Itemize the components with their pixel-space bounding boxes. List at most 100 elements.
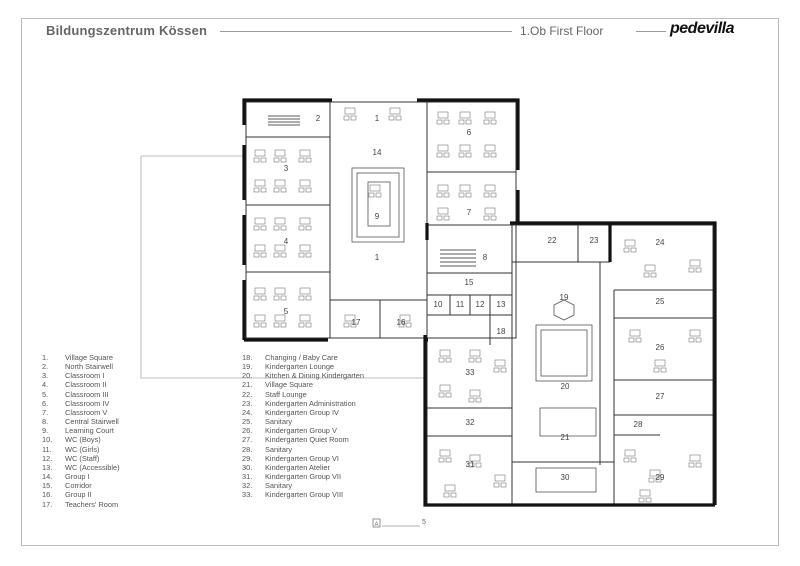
legend-item: 28.Sanitary [242, 445, 364, 454]
chair [468, 357, 475, 363]
room-number-label: 24 [656, 238, 665, 247]
legend-number: 32. [242, 481, 253, 491]
table [369, 184, 381, 192]
scale-value: 5 [422, 519, 426, 526]
table [629, 329, 641, 337]
legend-number: 14. [42, 472, 53, 482]
legend-label: Classroom I [65, 371, 105, 381]
chair [260, 252, 267, 258]
legend-label: Classroom II [65, 380, 107, 390]
room-number-label: 21 [561, 433, 570, 442]
legend-item: 21.Village Square [242, 380, 364, 389]
chair [388, 115, 395, 121]
chair [445, 457, 452, 463]
legend-item: 7.Classroom V [42, 408, 120, 417]
chair [623, 247, 630, 253]
room-number-label: 1 [375, 114, 380, 123]
legend-item: 27.Kindergarten Quiet Room [242, 435, 364, 444]
chair [253, 295, 260, 301]
chair [445, 357, 452, 363]
legend-item: 2.North Stairwell [42, 362, 120, 371]
chair [635, 337, 642, 343]
scale-bar: A [372, 518, 420, 528]
room-number-label: 6 [467, 128, 472, 137]
legend-number: 3. [42, 371, 49, 381]
table [649, 469, 661, 477]
room-number-label: 14 [373, 148, 382, 157]
legend-label: Sanitary [265, 481, 293, 491]
room-number-label: 23 [590, 236, 599, 245]
table [437, 111, 449, 119]
table [459, 184, 471, 192]
table [254, 244, 266, 252]
chair [253, 252, 260, 258]
learning-court [351, 167, 405, 243]
chair [695, 462, 702, 468]
room-number-label: 11 [456, 300, 465, 309]
legend-item: 12.WC (Staff) [42, 454, 120, 463]
table [299, 179, 311, 187]
chair [438, 357, 445, 363]
table [689, 454, 701, 462]
chair [490, 152, 497, 158]
legend-number: 23. [242, 398, 253, 408]
project-title: Bildungszentrum Kössen [46, 23, 208, 38]
chair [443, 492, 450, 498]
room-number-label: 15 [465, 278, 474, 287]
legend-label: Kitchen & Dining Kindergarten [265, 371, 365, 381]
chair [458, 192, 465, 198]
legend-item: 14.Group I [42, 472, 120, 481]
table [484, 144, 496, 152]
table [494, 359, 506, 367]
chair [490, 119, 497, 125]
chair [305, 252, 312, 258]
legend-number: 7. [42, 407, 49, 417]
room-number-label: 5 [284, 307, 289, 316]
legend-item: 18.Changing / Baby Care [242, 353, 364, 362]
table [254, 149, 266, 157]
room-number-label: 3 [284, 164, 289, 173]
stair-central [440, 249, 476, 267]
chair [436, 192, 443, 198]
table [274, 149, 286, 157]
legend-label: Changing / Baby Care [265, 353, 338, 362]
legend-item: 20.Kitchen & Dining Kindergarten [242, 371, 364, 380]
table [624, 239, 636, 247]
legend-item: 9.Learning Court [42, 426, 120, 435]
legend-number: 8. [42, 417, 49, 427]
table [639, 489, 651, 497]
chair [493, 367, 500, 373]
chair [280, 157, 287, 163]
exterior-walls-thick [242, 98, 717, 507]
chair [493, 482, 500, 488]
chair [643, 272, 650, 278]
legend-item: 1.Village Square [42, 353, 120, 362]
chair [273, 295, 280, 301]
chair [436, 119, 443, 125]
chair [438, 457, 445, 463]
chair [483, 152, 490, 158]
chair [438, 392, 445, 398]
table [274, 314, 286, 322]
legend-item: 13.WC (Accessible) [42, 463, 120, 472]
chair [298, 252, 305, 258]
legend-number: 13. [42, 462, 53, 472]
room-number-label: 13 [497, 300, 506, 309]
chair [468, 397, 475, 403]
legend-number: 12. [42, 453, 53, 463]
table [399, 314, 411, 322]
chair [483, 119, 490, 125]
legend-number: 2. [42, 362, 49, 372]
chair [648, 477, 655, 483]
header-rule-left [220, 31, 512, 32]
legend-label: Kindergarten Group V [265, 426, 337, 436]
chair [298, 295, 305, 301]
chair [436, 152, 443, 158]
legend-label: Central Stairwell [65, 417, 119, 427]
chair [623, 457, 630, 463]
chair [445, 392, 452, 398]
chair [458, 119, 465, 125]
